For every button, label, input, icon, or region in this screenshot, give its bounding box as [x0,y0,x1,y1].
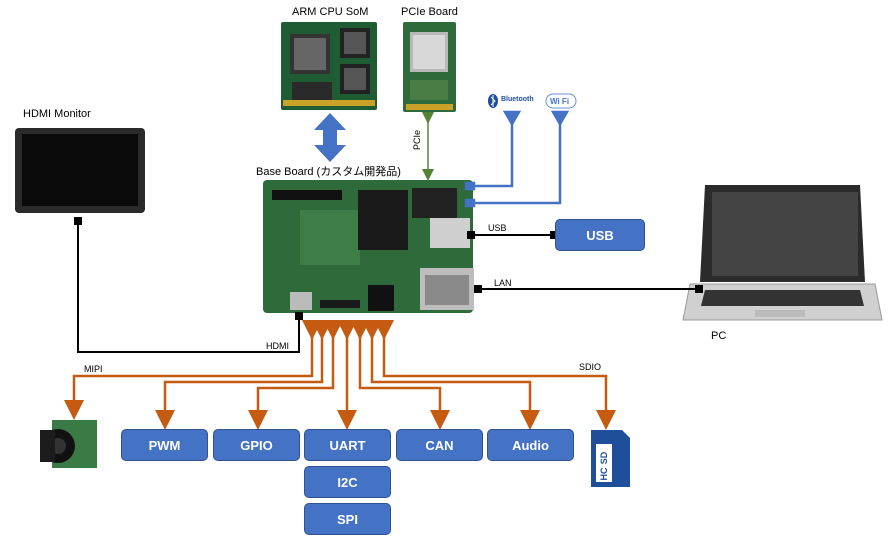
pc-label: PC [711,330,727,342]
base-board-label: Base Board (カスタム開発品) [256,166,401,178]
bluetooth-icon [488,94,498,108]
wifi-label: Wi Fi [550,97,570,106]
uart-box: UART [304,429,391,461]
som-baseboard-link-arrow [314,113,346,162]
pwm-box: PWM [121,429,208,461]
sd-card-top-text: SD [599,451,609,464]
peripheral-links [64,320,616,430]
arm-cpu-som-board [281,22,377,110]
can-box: CAN [396,429,483,461]
wifi-icon [545,93,577,109]
sdio-link-label: SDIO [579,362,602,372]
sd-card-bottom-text: HC [599,467,609,480]
laptop-pc-device [682,185,883,321]
hdmi-monitor-label: HDMI Monitor [23,108,91,120]
pcie-link-label: PCIe [412,129,422,150]
pcie-board-label: PCIe Board [401,6,458,18]
mipi-link-label: MIPI [84,364,103,374]
sd-card-icon: SD HC [591,430,630,487]
gpio-box: GPIO [213,429,300,461]
lan-link-label: LAN [494,278,512,288]
hdmi-monitor-device [15,128,145,213]
audio-box: Audio [487,429,574,461]
wireless-antenna-lines [464,110,570,208]
bluetooth-label: Bluetooth [501,96,534,103]
base-board [263,180,474,313]
i2c-box: I2C [304,466,391,498]
arm-cpu-som-label: ARM CPU SoM [292,6,369,18]
spi-box: SPI [304,503,391,535]
hdmi-link-label: HDMI [266,341,289,351]
camera-module [40,420,97,468]
pcie-board [403,22,456,112]
usb-box: USB [555,219,645,251]
wired-link-ends [74,217,703,320]
usb-link-label: USB [488,223,507,233]
